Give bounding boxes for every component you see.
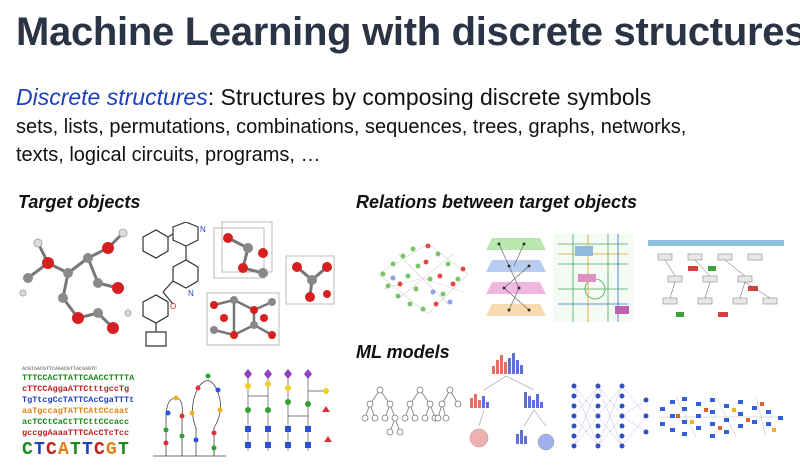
svg-text:T: T bbox=[70, 440, 81, 458]
layered-network-image bbox=[484, 234, 548, 322]
svg-text:C: C bbox=[94, 440, 105, 458]
svg-text:O: O bbox=[170, 302, 176, 311]
molecule-ball-stick-image bbox=[18, 218, 136, 348]
neural-network-image bbox=[568, 380, 652, 452]
dna-row-3: TgTtcgCcTATTCAcCgaTTTt bbox=[22, 395, 134, 405]
glycan-diagram-image bbox=[238, 366, 338, 458]
svg-text:N: N bbox=[188, 289, 194, 298]
dna-row-4: aaTgccagTATTCAtCCcaat bbox=[22, 406, 129, 416]
dna-sequence-image: ACGTAACGTTCAGACGTTACGAGTC TTTCCACTTATTCA… bbox=[20, 366, 138, 458]
molecule-structure-formula-image: N N O bbox=[128, 222, 206, 347]
svg-text:T: T bbox=[82, 440, 93, 458]
network-graph-image bbox=[368, 234, 478, 322]
examples-line-2: texts, logical circuits, programs, … bbox=[16, 144, 321, 166]
svg-text:N: N bbox=[200, 225, 206, 234]
rna-structure-image bbox=[148, 368, 230, 458]
definition-text: Structures by composing discrete symbols bbox=[214, 84, 652, 110]
svg-text:A: A bbox=[58, 440, 69, 458]
examples-line-1: sets, lists, permutations, combinations,… bbox=[16, 116, 687, 138]
dna-row-2: cTTCCAggaATTCtttgccTg bbox=[22, 384, 129, 394]
definition-line: Discrete structures: Structures by compo… bbox=[16, 84, 651, 111]
zeolite-structure-image bbox=[204, 290, 284, 348]
section-target-objects: Target objects bbox=[18, 192, 141, 212]
svg-text:C: C bbox=[22, 440, 33, 458]
crystal-box-image bbox=[208, 218, 278, 288]
svg-text:T: T bbox=[118, 440, 129, 458]
slide-title: Machine Learning with discrete structure… bbox=[16, 10, 800, 54]
svg-text:C: C bbox=[46, 440, 57, 458]
pathway-diagram-image bbox=[648, 236, 784, 324]
dna-row-5: acTCCtCaCtTTCttCCcacc bbox=[22, 417, 129, 427]
dna-row-1: TTTCCACTTATTCAACCTTTTA bbox=[22, 373, 135, 383]
svg-text:ACGTAACGTTCAGACGTTACGAGTC: ACGTAACGTTCAGACGTTACGAGTC bbox=[22, 366, 97, 372]
section-ml-models: ML models bbox=[356, 342, 450, 362]
crystal-cluster-image bbox=[282, 252, 340, 310]
section-relations: Relations between target objects bbox=[356, 192, 638, 212]
svg-text:G: G bbox=[106, 440, 117, 458]
histogram-tree-image bbox=[464, 350, 560, 460]
metabolic-map-image bbox=[553, 234, 633, 322]
definition-term: Discrete structures bbox=[16, 84, 208, 110]
decision-trees-image bbox=[360, 382, 464, 442]
model-blocks-image bbox=[656, 392, 786, 442]
definition-colon: : bbox=[207, 84, 215, 110]
dna-row-6: gccggAaaaTTTCAcCTcTcc bbox=[22, 428, 129, 438]
svg-text:T: T bbox=[34, 440, 45, 458]
